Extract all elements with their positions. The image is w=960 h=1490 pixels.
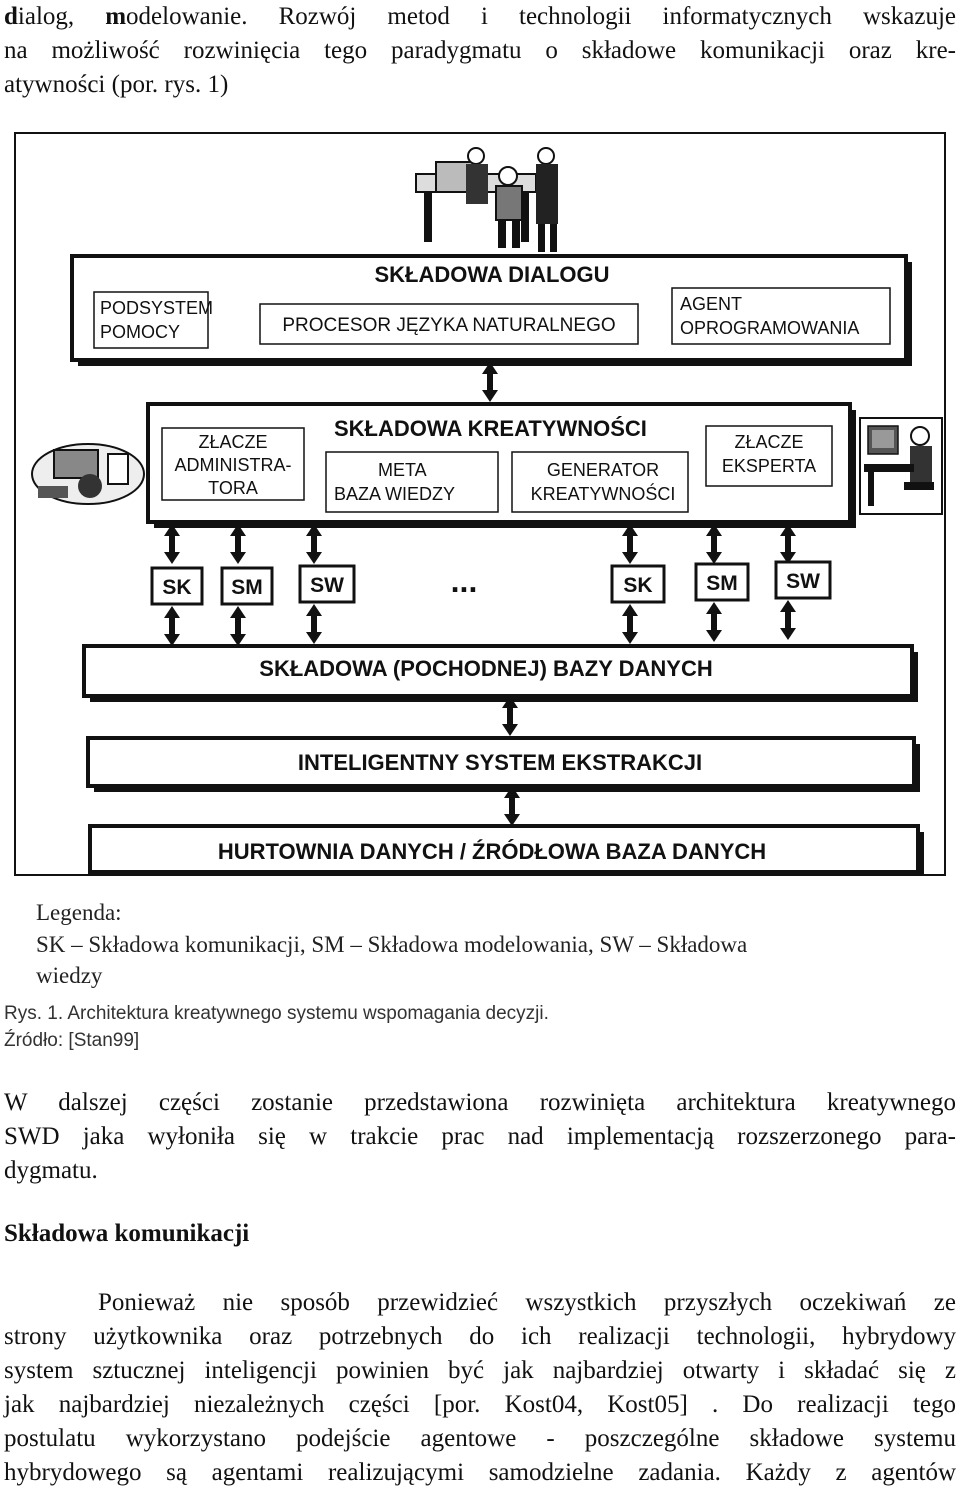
arrow-extraction-warehouse	[504, 786, 520, 826]
sk-label-left: SK	[162, 576, 191, 599]
extraction-label: INTELIGENTNY SYSTEM EKSTRAKCJI	[298, 750, 702, 775]
intro-line-2: na możliwość rozwinięcia tego paradygmat…	[4, 37, 956, 64]
arrow-db-extraction	[502, 696, 518, 736]
agent-label-2: OPROGRAMOWANIA	[680, 318, 859, 338]
paragraph-1-line-1: W dalszej części zostanie przedstawiona …	[4, 1089, 956, 1116]
paragraph-2-line-4: jak najbardziej niezależnych części [por…	[4, 1391, 956, 1418]
paragraph-1-line-3: dygmatu.	[4, 1157, 98, 1184]
intro-paragraph: dialog, modelowanie. Rozwój metod i tech…	[4, 0, 956, 102]
bold-letter: d	[4, 3, 18, 30]
help-label-1: PODSYSTEM	[100, 298, 213, 318]
expert-label-2: EKSPERTA	[722, 456, 816, 476]
arrows-upper	[164, 524, 796, 564]
arrow-dialog-creativity	[482, 362, 498, 402]
paragraph-1-line-2: SWD jaka wyłoniła się w trakcie prac nad…	[4, 1123, 956, 1150]
figure-caption: Rys. 1. Architektura kreatywnego systemu…	[4, 1003, 549, 1024]
legend-line-2: wiedzy	[36, 963, 103, 988]
legend-line-1: SK – Składowa komunikacji, SM – Składowa…	[36, 932, 748, 957]
meta-label-2: BAZA WIEDZY	[334, 484, 455, 504]
generator-label-1: GENERATOR	[547, 460, 659, 480]
derived-db-label: SKŁADOWA (POCHODNEJ) BAZY DANYCH	[259, 656, 712, 681]
legend-title: Legenda:	[36, 900, 122, 925]
text-fragment: ialog,	[17, 3, 106, 30]
creative-title: SKŁADOWA KREATYWNOŚCI	[334, 416, 647, 441]
intro-line-3: atywności (por. rys. 1)	[4, 71, 229, 98]
paragraph-1: W dalszej części zostanie przedstawiona …	[4, 1086, 956, 1188]
users-at-desk-illustration	[415, 147, 558, 252]
paragraph-2-line-1: Ponieważ nie sposób przewidzieć wszystki…	[98, 1289, 956, 1316]
meta-label-1: META	[378, 460, 427, 480]
sw-label-left: SW	[310, 574, 344, 597]
architecture-figure: SKŁADOWA DIALOGU PODSYSTEM POMOCY PROCES…	[14, 132, 946, 878]
admin-label-3: TORA	[208, 478, 258, 498]
admin-workstation-illustration	[31, 443, 145, 505]
sm-label-right: SM	[706, 572, 738, 595]
nlp-label: PROCESOR JĘZYKA NATURALNEGO	[282, 315, 615, 336]
expert-label-1: ZŁACZE	[734, 432, 803, 452]
admin-label-2: ADMINISTRA-	[175, 455, 292, 475]
agent-label-1: AGENT	[680, 294, 742, 314]
component-boxes: SK SM SW ... SK SM SW	[150, 560, 832, 606]
dialog-title: SKŁADOWA DIALOGU	[374, 262, 609, 287]
section-heading: Składowa komunikacji	[4, 1220, 250, 1247]
paragraph-2-line-2: strony użytkownika oraz potrzebnych do i…	[4, 1323, 956, 1350]
help-label-2: POMOCY	[100, 322, 180, 342]
sk-label-right: SK	[623, 574, 652, 597]
figure-source: Źródło: [Stan99]	[4, 1030, 140, 1051]
paragraph-2-line-5: postulatu wykorzystano podejście agentow…	[4, 1425, 956, 1452]
bold-letter: m	[105, 3, 127, 30]
sm-label-left: SM	[231, 576, 263, 599]
ellipsis: ...	[451, 563, 478, 599]
generator-label-2: KREATYWNOŚCI	[531, 483, 676, 504]
intro-line-1: dialog, modelowanie. Rozwój metod i tech…	[4, 0, 956, 34]
paragraph-2-line-6: hybrydowego są agentami realizującymi sa…	[4, 1459, 956, 1486]
arrows-lower	[164, 600, 796, 646]
admin-label-1: ZŁACZE	[198, 432, 267, 452]
warehouse-label: HURTOWNIA DANYCH / ŹRÓDŁOWA BAZA DANYCH	[218, 839, 766, 864]
sw-label-right: SW	[786, 570, 820, 593]
paragraph-2: Ponieważ nie sposób przewidzieć wszystki…	[4, 1286, 956, 1490]
text-fragment: odelowanie. Rozwój metod i technologii i…	[126, 3, 956, 30]
expert-computer-illustration	[859, 417, 943, 515]
paragraph-2-line-3: system sztucznej inteligencji powinien b…	[4, 1357, 956, 1384]
architecture-diagram: SKŁADOWA DIALOGU PODSYSTEM POMOCY PROCES…	[31, 147, 943, 878]
